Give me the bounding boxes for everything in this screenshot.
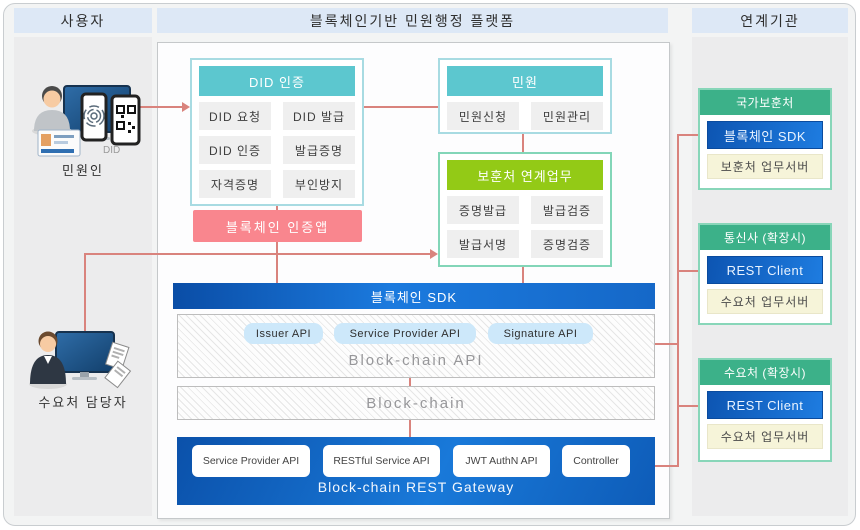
service-provider-api-pill: Service Provider API [334,323,476,344]
blockchain-api-box: Issuer API Service Provider API Signatur… [177,314,655,378]
connector-trunk [677,134,679,467]
did-cell-credential: 자격증명 [199,170,271,198]
org-telecom-title: 통신사 (확장시) [700,225,830,250]
connector-branch-bohunsdk [677,134,698,136]
blockchain-auth-app: 블록체인 인증앱 [193,210,362,242]
connector-minwon-bohuncheo [522,133,524,152]
org-telecom-rest-client: REST Client [707,256,823,284]
org-bohuncheo-server: 보훈처 업무서버 [707,154,823,179]
connector-citizen-did [140,106,182,108]
bohuncheo-box: 보훈처 연계업무 증명발급 발급검증 발급서명 증명검증 [438,152,612,267]
bohuncheo-cell-cert-issue: 증명발급 [447,196,519,224]
connector-manager-up [84,253,86,336]
arrowhead-manager-bohuncheo [430,249,438,259]
arrowhead-citizen-did [182,102,190,112]
phone-qr-icon [110,94,141,146]
did-cell-issue-proof: 발급증명 [283,136,355,164]
did-cell-issue: DID 발급 [283,102,355,130]
connector-did-minwon [364,106,438,108]
blockchain-sdk-bar: 블록체인 SDK [173,283,655,309]
bohuncheo-title: 보훈처 연계업무 [447,160,603,190]
phone-fingerprint-icon [80,92,108,142]
connector-branch-suyocheo [677,405,698,407]
connector-bohuncheo-sdk [522,266,524,283]
org-telecom-server: 수요처 업무서버 [707,289,823,314]
signature-api-pill: Signature API [488,323,593,344]
minwon-box: 민원 민원신청 민원관리 [438,58,612,134]
rest-gateway-label: Block-chain REST Gateway [317,479,515,495]
connector-api-chain [409,378,411,386]
gw-service-provider-api-pill: Service Provider API [192,445,310,477]
connector-branch-telecom [677,270,698,272]
connector-branch-gateway [655,465,678,467]
bohuncheo-cell-issue-sign: 발급서명 [447,230,519,258]
manager-label: 수요처 담당자 [38,395,128,410]
org-box-bohuncheo: 국가보훈처 블록체인 SDK 보훈처 업무서버 [698,88,832,190]
issuer-api-pill: Issuer API [244,323,323,344]
connector-authapp-sdk [276,242,278,283]
column-header-platform: 블록체인기반 민원행정 플랫폼 [157,8,668,33]
gw-restful-service-api-pill: RESTful Service API [323,445,440,477]
did-badge-label: DID [103,145,121,156]
did-cell-auth: DID 인증 [199,136,271,164]
bohuncheo-cell-issue-verify: 발급검증 [531,196,603,224]
org-box-telecom: 통신사 (확장시) REST Client 수요처 업무서버 [698,223,832,325]
citizen-label: 민원인 [62,163,104,178]
org-suyocheo-server: 수요처 업무서버 [707,424,823,449]
org-bohuncheo-title: 국가보훈처 [700,90,830,115]
did-cell-request: DID 요청 [199,102,271,130]
connector-manager-bohuncheo [84,253,430,255]
documents-icon [104,341,132,389]
minwon-cell-manage: 민원관리 [531,102,603,130]
column-header-org: 연계기관 [692,8,848,33]
gw-controller-pill: Controller [562,445,630,477]
blockchain-box: Block-chain [177,386,655,420]
blockchain-label: Block-chain [366,395,466,412]
citizen-icon [32,85,141,157]
connector-did-authapp [276,206,278,211]
column-header-user: 사용자 [14,8,152,33]
did-card-icon [37,129,81,157]
minwon-title: 민원 [447,66,603,96]
person-icon [29,331,67,389]
blockchain-api-label: Block-chain API [348,352,484,369]
minwon-cell-apply: 민원신청 [447,102,519,130]
did-auth-box: DID 인증 DID 요청 DID 발급 DID 인증 발급증명 자격증명 부인… [190,58,364,206]
gw-jwt-authn-api-pill: JWT AuthN API [453,445,550,477]
connector-chain-gateway [409,420,411,437]
manager-icon [29,331,132,389]
did-cell-nonrepudiation: 부인방지 [283,170,355,198]
org-box-suyocheo: 수요처 (확장시) REST Client 수요처 업무서버 [698,358,832,462]
org-bohuncheo-sdk: 블록체인 SDK [707,121,823,149]
did-auth-title: DID 인증 [199,66,355,96]
org-suyocheo-rest-client: REST Client [707,391,823,419]
connector-branch-api [655,343,678,345]
rest-gateway-box: Service Provider API RESTful Service API… [177,437,655,505]
org-suyocheo-title: 수요처 (확장시) [700,360,830,385]
bohuncheo-cell-cert-verify: 증명검증 [531,230,603,258]
